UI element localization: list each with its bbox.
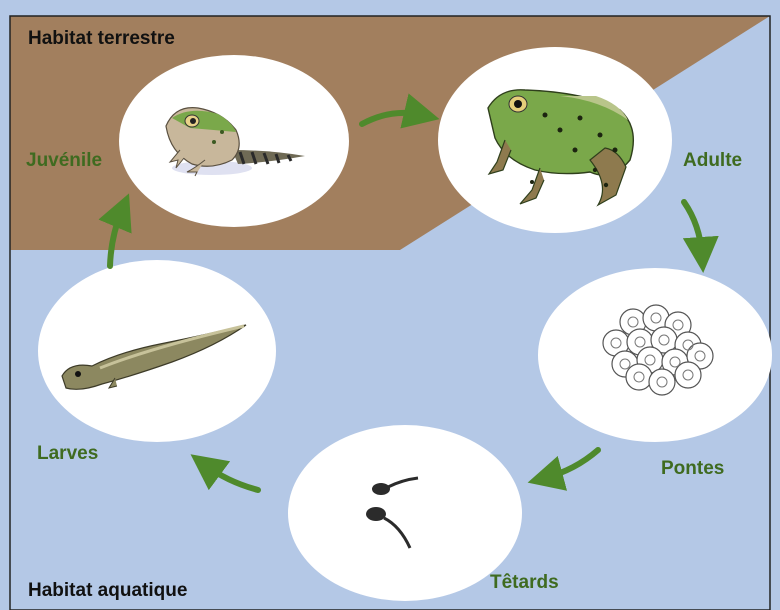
stage-label-larvae: Larves <box>37 443 98 465</box>
aquatic-habitat-label: Habitat aquatique <box>28 580 187 602</box>
stage-label-tadpoles: Têtards <box>490 572 559 594</box>
tadpoles-circle <box>288 425 522 601</box>
terrestrial-habitat-label: Habitat terrestre <box>28 28 175 50</box>
stage-label-juvenile: Juvénile <box>26 150 102 172</box>
stage-label-adult: Adulte <box>683 150 742 172</box>
stage-label-eggs: Pontes <box>661 458 724 480</box>
